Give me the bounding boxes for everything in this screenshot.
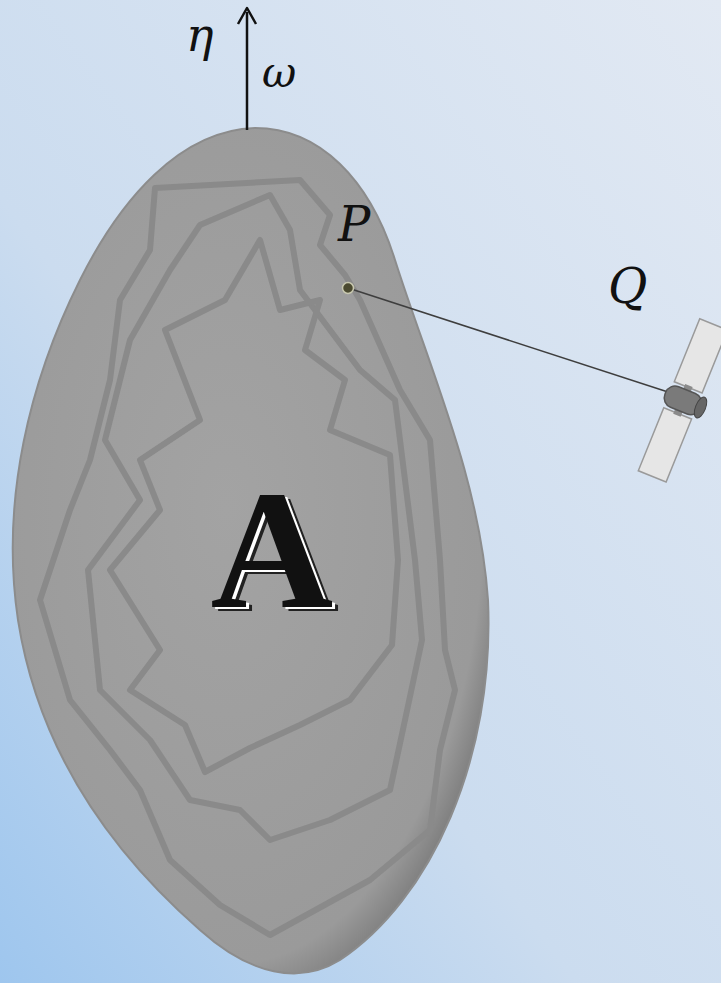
panel-strut [673,384,692,417]
asteroid-shape [13,128,489,973]
point-marker [343,283,354,294]
satellite [635,317,721,485]
axis-label: η [186,12,214,58]
solar-panel [638,408,691,482]
contour-line [110,240,398,772]
asteroid-body: A [8,126,492,978]
contour-line [88,195,422,840]
solar-panel [674,319,721,393]
axis-arrowhead [238,8,256,24]
spin-axis [246,12,249,130]
satellite-label: Q [608,262,647,310]
satellite-body [661,383,704,418]
satellite-nozzle [692,395,710,419]
spin-label: ω [262,52,296,94]
contour-line [40,180,455,935]
point-label: P [338,200,370,248]
body-letter: A [211,465,334,635]
